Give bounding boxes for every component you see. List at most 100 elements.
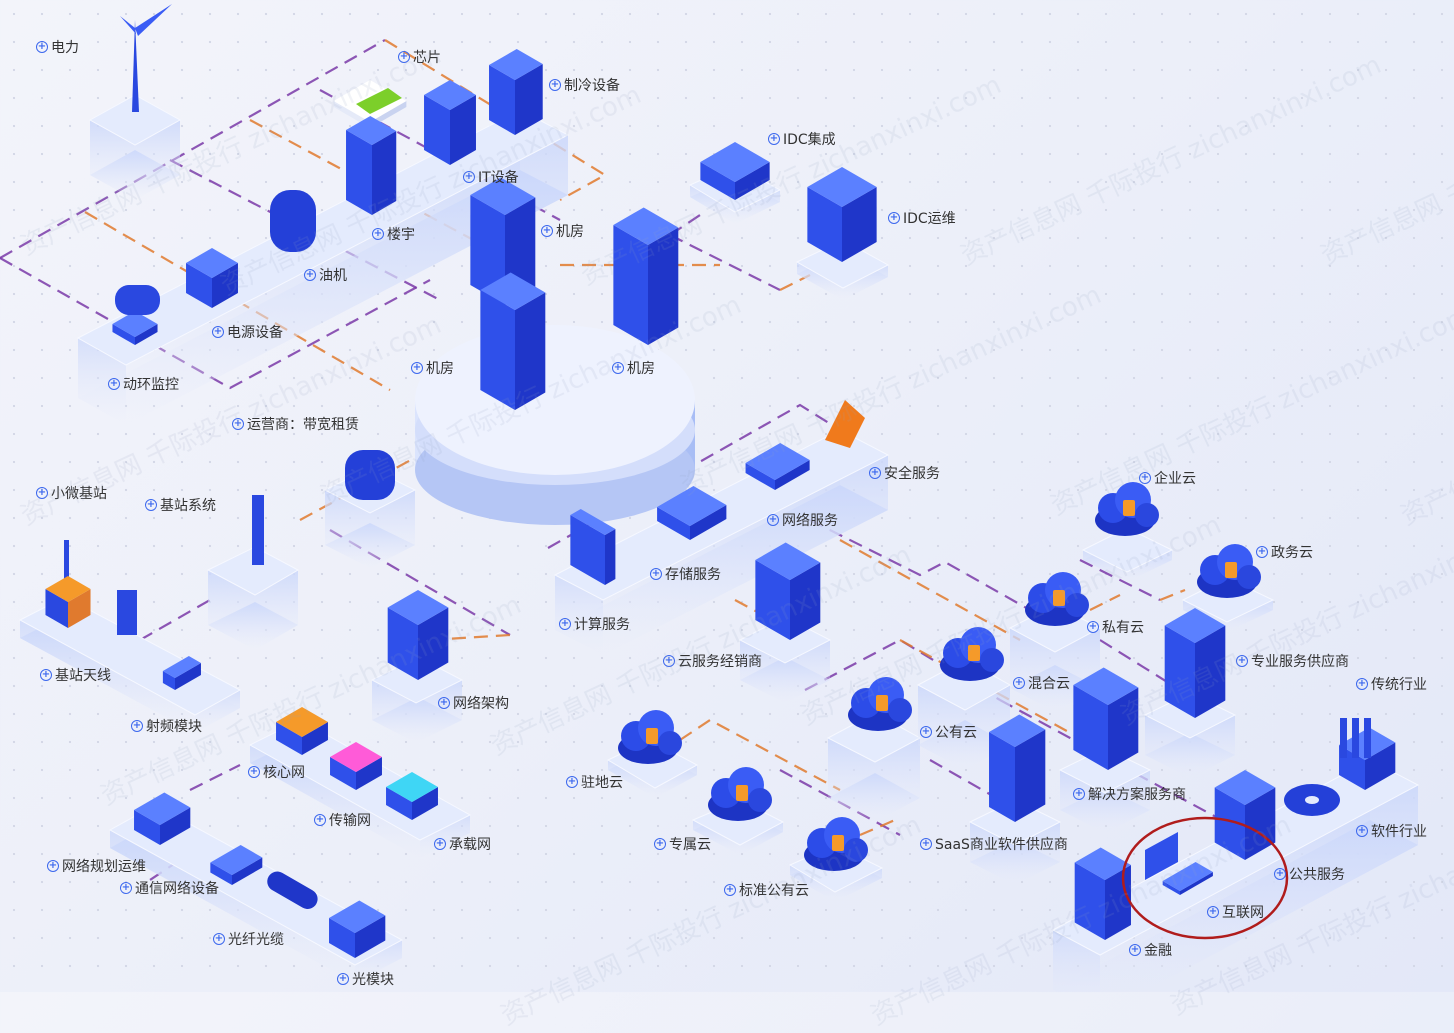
- expand-plus-icon[interactable]: +: [663, 655, 675, 667]
- label-chip[interactable]: +芯片: [398, 47, 441, 67]
- label-software[interactable]: +软件行业: [1356, 821, 1427, 841]
- expand-plus-icon[interactable]: +: [463, 171, 475, 183]
- label-power-equipment[interactable]: +电源设备: [212, 322, 283, 342]
- label-text: 存储服务: [665, 567, 721, 583]
- label-machine-room-1[interactable]: +机房: [541, 221, 584, 241]
- expand-plus-icon[interactable]: +: [1139, 472, 1151, 484]
- label-rf-module[interactable]: +射频模块: [131, 716, 202, 736]
- label-pro-service[interactable]: +专业服务供应商: [1236, 651, 1349, 671]
- expand-plus-icon[interactable]: +: [411, 362, 423, 374]
- label-storage[interactable]: +存储服务: [650, 564, 721, 584]
- expand-plus-icon[interactable]: +: [541, 225, 553, 237]
- expand-plus-icon[interactable]: +: [212, 326, 224, 338]
- label-hybrid-cloud[interactable]: +混合云: [1013, 673, 1070, 693]
- expand-plus-icon[interactable]: +: [314, 814, 326, 826]
- label-saas[interactable]: +SaaS商业软件供应商: [920, 834, 1068, 854]
- label-diesel[interactable]: +油机: [304, 265, 347, 285]
- label-solution[interactable]: +解决方案服务商: [1073, 784, 1186, 804]
- label-net-planning[interactable]: +网络规划运维: [47, 856, 146, 876]
- label-text: 动环监控: [123, 377, 179, 393]
- expand-plus-icon[interactable]: +: [768, 133, 780, 145]
- label-core-network[interactable]: +核心网: [248, 762, 305, 782]
- expand-plus-icon[interactable]: +: [920, 726, 932, 738]
- label-building[interactable]: +楼宇: [372, 224, 415, 244]
- label-machine-room-3[interactable]: +机房: [612, 358, 655, 378]
- expand-plus-icon[interactable]: +: [438, 697, 450, 709]
- expand-plus-icon[interactable]: +: [248, 766, 260, 778]
- label-small-cell[interactable]: +小微基站: [36, 483, 107, 503]
- label-comm-equipment[interactable]: +通信网络设备: [120, 878, 219, 898]
- expand-plus-icon[interactable]: +: [398, 51, 410, 63]
- expand-plus-icon[interactable]: +: [1356, 678, 1368, 690]
- expand-plus-icon[interactable]: +: [869, 467, 881, 479]
- expand-plus-icon[interactable]: +: [40, 669, 52, 681]
- label-text: IDC集成: [783, 132, 836, 148]
- label-finance[interactable]: +金融: [1129, 940, 1172, 960]
- expand-plus-icon[interactable]: +: [36, 487, 48, 499]
- label-carrier[interactable]: +运营商：带宽租赁: [232, 414, 359, 434]
- label-cooling[interactable]: +制冷设备: [549, 75, 620, 95]
- label-network-arch[interactable]: +网络架构: [438, 693, 509, 713]
- label-machine-room-2[interactable]: +机房: [411, 358, 454, 378]
- label-bearer[interactable]: +承载网: [434, 834, 491, 854]
- label-public-cloud[interactable]: +公有云: [920, 722, 977, 742]
- expand-plus-icon[interactable]: +: [1207, 906, 1219, 918]
- expand-plus-icon[interactable]: +: [434, 838, 446, 850]
- label-network-service[interactable]: +网络服务: [767, 510, 838, 530]
- expand-plus-icon[interactable]: +: [1356, 825, 1368, 837]
- label-transport[interactable]: +传输网: [314, 810, 371, 830]
- expand-plus-icon[interactable]: +: [612, 362, 624, 374]
- label-env-monitor[interactable]: +动环监控: [108, 374, 179, 394]
- label-public-service[interactable]: +公共服务: [1274, 864, 1345, 884]
- label-idc-ops[interactable]: +IDC运维: [888, 208, 956, 228]
- label-idc-integration[interactable]: +IDC集成: [768, 129, 836, 149]
- expand-plus-icon[interactable]: +: [131, 720, 143, 732]
- expand-plus-icon[interactable]: +: [724, 884, 736, 896]
- expand-plus-icon[interactable]: +: [654, 838, 666, 850]
- label-std-public-cloud[interactable]: +标准公有云: [724, 880, 809, 900]
- label-internet[interactable]: +互联网: [1207, 902, 1264, 922]
- expand-plus-icon[interactable]: +: [304, 269, 316, 281]
- label-compute[interactable]: +计算服务: [559, 614, 630, 634]
- pro-service-building-icon-left: [1164, 625, 1195, 718]
- expand-plus-icon[interactable]: +: [1236, 655, 1248, 667]
- expand-plus-icon[interactable]: +: [767, 514, 779, 526]
- expand-plus-icon[interactable]: +: [120, 882, 132, 894]
- core-network-icon-right: [302, 722, 328, 755]
- label-cloud-reseller[interactable]: +云服务经销商: [663, 651, 762, 671]
- expand-plus-icon[interactable]: +: [888, 212, 900, 224]
- label-traditional[interactable]: +传统行业: [1356, 674, 1427, 694]
- expand-plus-icon[interactable]: +: [1073, 788, 1085, 800]
- label-it-equipment[interactable]: +IT设备: [463, 167, 519, 187]
- expand-plus-icon[interactable]: +: [145, 499, 157, 511]
- expand-plus-icon[interactable]: +: [232, 418, 244, 430]
- expand-plus-icon[interactable]: +: [549, 79, 561, 91]
- label-private-cloud[interactable]: +私有云: [1087, 617, 1144, 637]
- label-power[interactable]: +电力: [36, 37, 79, 57]
- expand-plus-icon[interactable]: +: [920, 838, 932, 850]
- label-gov-cloud[interactable]: +政务云: [1256, 542, 1313, 562]
- label-optical-module[interactable]: +光模块: [337, 969, 394, 989]
- expand-plus-icon[interactable]: +: [566, 776, 578, 788]
- dashed-connector: [679, 718, 841, 791]
- label-antenna[interactable]: +基站天线: [40, 665, 111, 685]
- label-fiber[interactable]: +光纤光缆: [213, 929, 284, 949]
- expand-plus-icon[interactable]: +: [337, 973, 349, 985]
- expand-plus-icon[interactable]: +: [1087, 621, 1099, 633]
- expand-plus-icon[interactable]: +: [559, 618, 571, 630]
- label-onprem-cloud[interactable]: +驻地云: [566, 772, 623, 792]
- label-security[interactable]: +安全服务: [869, 463, 940, 483]
- label-enterprise-cloud[interactable]: +企业云: [1139, 468, 1196, 488]
- expand-plus-icon[interactable]: +: [36, 41, 48, 53]
- expand-plus-icon[interactable]: +: [1256, 546, 1268, 558]
- label-base-station-system[interactable]: +基站系统: [145, 495, 216, 515]
- expand-plus-icon[interactable]: +: [650, 568, 662, 580]
- expand-plus-icon[interactable]: +: [1129, 944, 1141, 956]
- expand-plus-icon[interactable]: +: [372, 228, 384, 240]
- expand-plus-icon[interactable]: +: [108, 378, 120, 390]
- expand-plus-icon[interactable]: +: [1274, 868, 1286, 880]
- expand-plus-icon[interactable]: +: [1013, 677, 1025, 689]
- expand-plus-icon[interactable]: +: [213, 933, 225, 945]
- expand-plus-icon[interactable]: +: [47, 860, 59, 872]
- label-dedicated-cloud[interactable]: +专属云: [654, 834, 711, 854]
